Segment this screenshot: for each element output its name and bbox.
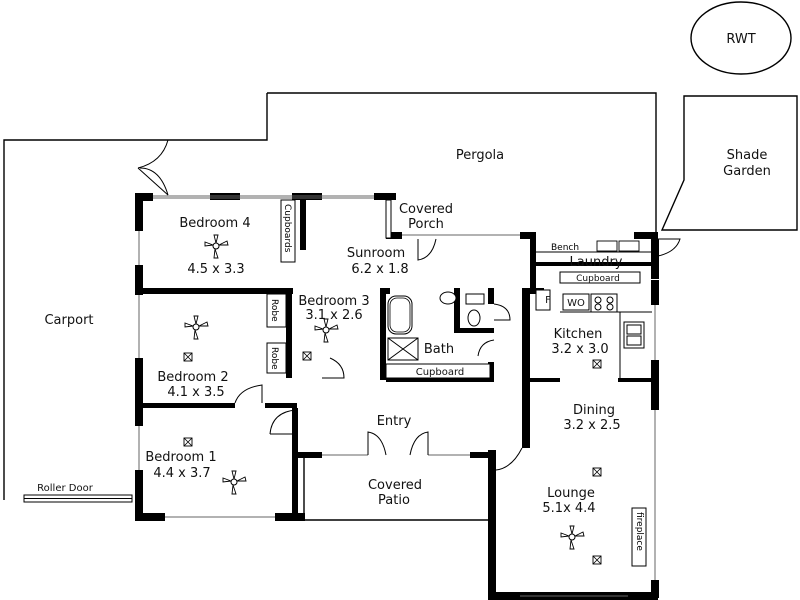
entry-door-right (409, 431, 429, 456)
fridge-label: F (545, 295, 551, 306)
bedroom2-door-swing (234, 384, 263, 404)
laundry-cupboard-label: Cupboard (576, 274, 620, 284)
washing-machine (618, 240, 640, 252)
carport-door-swing (137, 139, 169, 196)
shade-garden-outline (660, 95, 798, 231)
light-icon (592, 359, 602, 369)
lounge-door-swing (495, 447, 523, 471)
kitchen-name: Kitchen (554, 327, 603, 342)
pergola-label: Pergola (456, 148, 504, 163)
robe-lower-label: Robe (269, 347, 279, 370)
dining-size: 3.2 x 2.5 (563, 418, 620, 433)
sunroom-size: 6.2 x 1.8 (351, 262, 408, 277)
ceiling-fan-icon (222, 470, 247, 495)
light-icon (183, 352, 193, 362)
fireplace (631, 507, 647, 567)
bathtub (387, 295, 413, 335)
bedroom3-size: 3.1 x 2.6 (305, 308, 362, 323)
lounge-name: Lounge (547, 486, 595, 501)
bath-door-swing (477, 339, 495, 357)
pergola-outline (3, 92, 657, 500)
covered-patio-line2: Patio (378, 493, 410, 508)
light-icon (183, 437, 193, 447)
bedroom1-name: Bedroom 1 (145, 450, 216, 465)
bedroom1-door-swing (269, 409, 297, 435)
ceiling-fan-icon (560, 525, 585, 550)
kitchen-sink (623, 321, 645, 349)
entry-door-left (367, 431, 387, 456)
laundry-cupboard (559, 271, 641, 284)
covered-patio-line1: Covered (368, 478, 422, 493)
wall-oven-label: WO (567, 298, 585, 309)
bedroom4-name: Bedroom 4 (179, 216, 250, 231)
robe-upper (266, 293, 287, 328)
rwt-tank (690, 1, 792, 75)
bedroom3-name: Bedroom 3 (298, 294, 369, 309)
fridge (535, 289, 551, 311)
entry-label: Entry (377, 414, 412, 429)
covered-porch-line2: Porch (408, 217, 444, 232)
dining-name: Dining (573, 403, 615, 418)
toilet (467, 309, 481, 327)
bath-label: Bath (424, 342, 454, 357)
cupboards-unit (280, 199, 296, 263)
cupboards-label: Cupboards (282, 204, 292, 253)
roller-door-label: Roller Door (37, 483, 94, 494)
wc-door-swing (493, 303, 511, 321)
fireplace-label: fireplace (634, 512, 644, 551)
bench-label: Bench (551, 243, 579, 253)
light-icon (302, 351, 312, 361)
covered-porch-line1: Covered (399, 202, 453, 217)
kitchen-size: 3.2 x 3.0 (551, 342, 608, 357)
cooktop (590, 293, 618, 313)
bedroom2-name: Bedroom 2 (157, 370, 228, 385)
wall-oven (562, 293, 590, 311)
rwt-label: RWT (726, 32, 755, 47)
laundry-door-swing (657, 238, 681, 257)
lounge-size: 5.1x 4.4 (542, 501, 595, 516)
sunroom-name: Sunroom (347, 246, 405, 261)
bedroom3-door-swing (322, 357, 345, 379)
light-icon (592, 467, 602, 477)
ceiling-fan-icon (184, 315, 209, 340)
shade-garden-label-line1: Shade (727, 148, 768, 163)
carport-label: Carport (44, 313, 93, 328)
laundry-tub (596, 240, 618, 252)
laundry-label: Laundry (570, 255, 623, 270)
bedroom1-size: 4.4 x 3.7 (153, 466, 210, 481)
porch-door-swing (417, 238, 437, 261)
robe-lower (266, 342, 287, 374)
house-walls (135, 193, 659, 600)
light-icon (592, 555, 602, 565)
ceiling-fan-icon (204, 234, 229, 259)
bedroom4-size: 4.5 x 3.3 (187, 262, 244, 277)
basin (439, 291, 457, 305)
shade-garden-label-line2: Garden (723, 164, 771, 179)
bedroom2-size: 4.1 x 3.5 (167, 385, 224, 400)
covered-patio-outline (303, 458, 488, 521)
bath-cupboard-label: Cupboard (416, 367, 465, 378)
bath-cupboard (385, 363, 491, 379)
robe-upper-label: Robe (269, 299, 279, 322)
